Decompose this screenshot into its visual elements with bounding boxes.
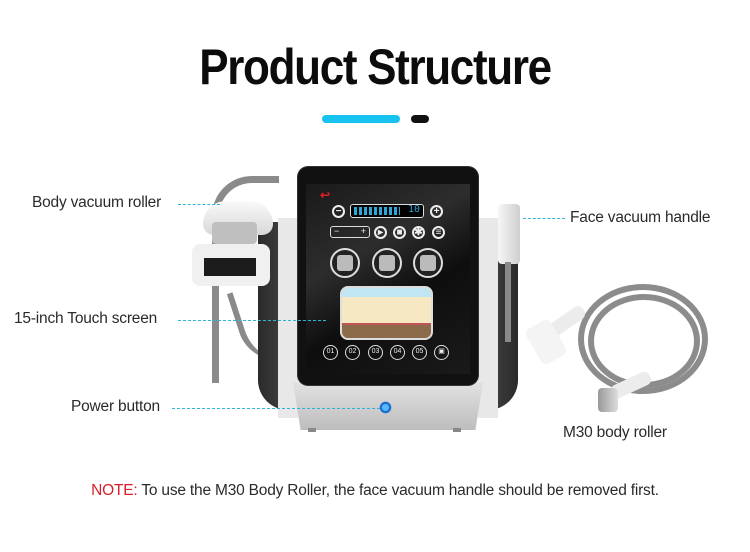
level-minus-icon: − — [332, 205, 345, 218]
leader-line — [523, 218, 565, 219]
mode-icon: ✱ — [412, 226, 425, 239]
leader-line — [172, 408, 380, 409]
skin-layer-display — [340, 286, 433, 340]
level-value: 10 — [407, 204, 420, 215]
note: NOTE: To use the M30 Body Roller, the fa… — [0, 482, 750, 500]
stop-icon: ■ — [393, 226, 406, 239]
label-face-vacuum-handle: Face vacuum handle — [570, 209, 711, 226]
ruler-icon: ≡ — [432, 226, 445, 239]
machine-side-right-trim — [478, 218, 498, 418]
roller-mode-icon — [372, 248, 402, 278]
save-icon: ▣ — [434, 345, 449, 360]
label-body-vacuum-roller: Body vacuum roller — [32, 194, 162, 211]
m30-hose-coil — [578, 284, 708, 394]
intensity-slider: − + — [330, 226, 370, 238]
title-underline-dot — [411, 115, 429, 123]
slider-plus: + — [360, 226, 366, 236]
label-touch-screen: 15-inch Touch screen — [14, 310, 158, 327]
machine-foot — [308, 428, 316, 432]
program-button: 02 — [345, 345, 360, 360]
leader-line — [178, 320, 326, 321]
note-text: To use the M30 Body Roller, the face vac… — [137, 482, 659, 499]
body-vacuum-roller-head — [192, 244, 270, 286]
brand-logo-icon: ↩ — [320, 188, 331, 202]
body-vacuum-roller-neck — [212, 222, 257, 244]
level-plus-icon: + — [430, 205, 443, 218]
label-m30-body-roller: M30 body roller — [563, 424, 667, 441]
leader-line — [178, 204, 220, 205]
play-icon: ▸ — [374, 226, 387, 239]
level-meter: 10 — [350, 204, 424, 218]
title-underline-accent — [322, 115, 400, 123]
program-button: 04 — [390, 345, 405, 360]
program-button: 01 — [323, 345, 338, 360]
note-prefix: NOTE: — [91, 482, 138, 499]
settings-mode-icon — [413, 248, 443, 278]
label-power-button: Power button — [71, 398, 160, 415]
program-button: 03 — [368, 345, 383, 360]
body-mode-icon — [330, 248, 360, 278]
m30-roller-head — [598, 388, 618, 412]
machine-foot — [453, 428, 461, 432]
power-button-icon — [379, 401, 392, 414]
face-vacuum-handle — [498, 204, 520, 264]
level-bars — [354, 207, 400, 215]
machine-side-left-trim — [278, 218, 298, 418]
page-title: Product Structure — [199, 39, 552, 95]
program-button: 05 — [412, 345, 427, 360]
face-handle-hose — [505, 262, 511, 342]
slider-minus: − — [334, 226, 340, 236]
